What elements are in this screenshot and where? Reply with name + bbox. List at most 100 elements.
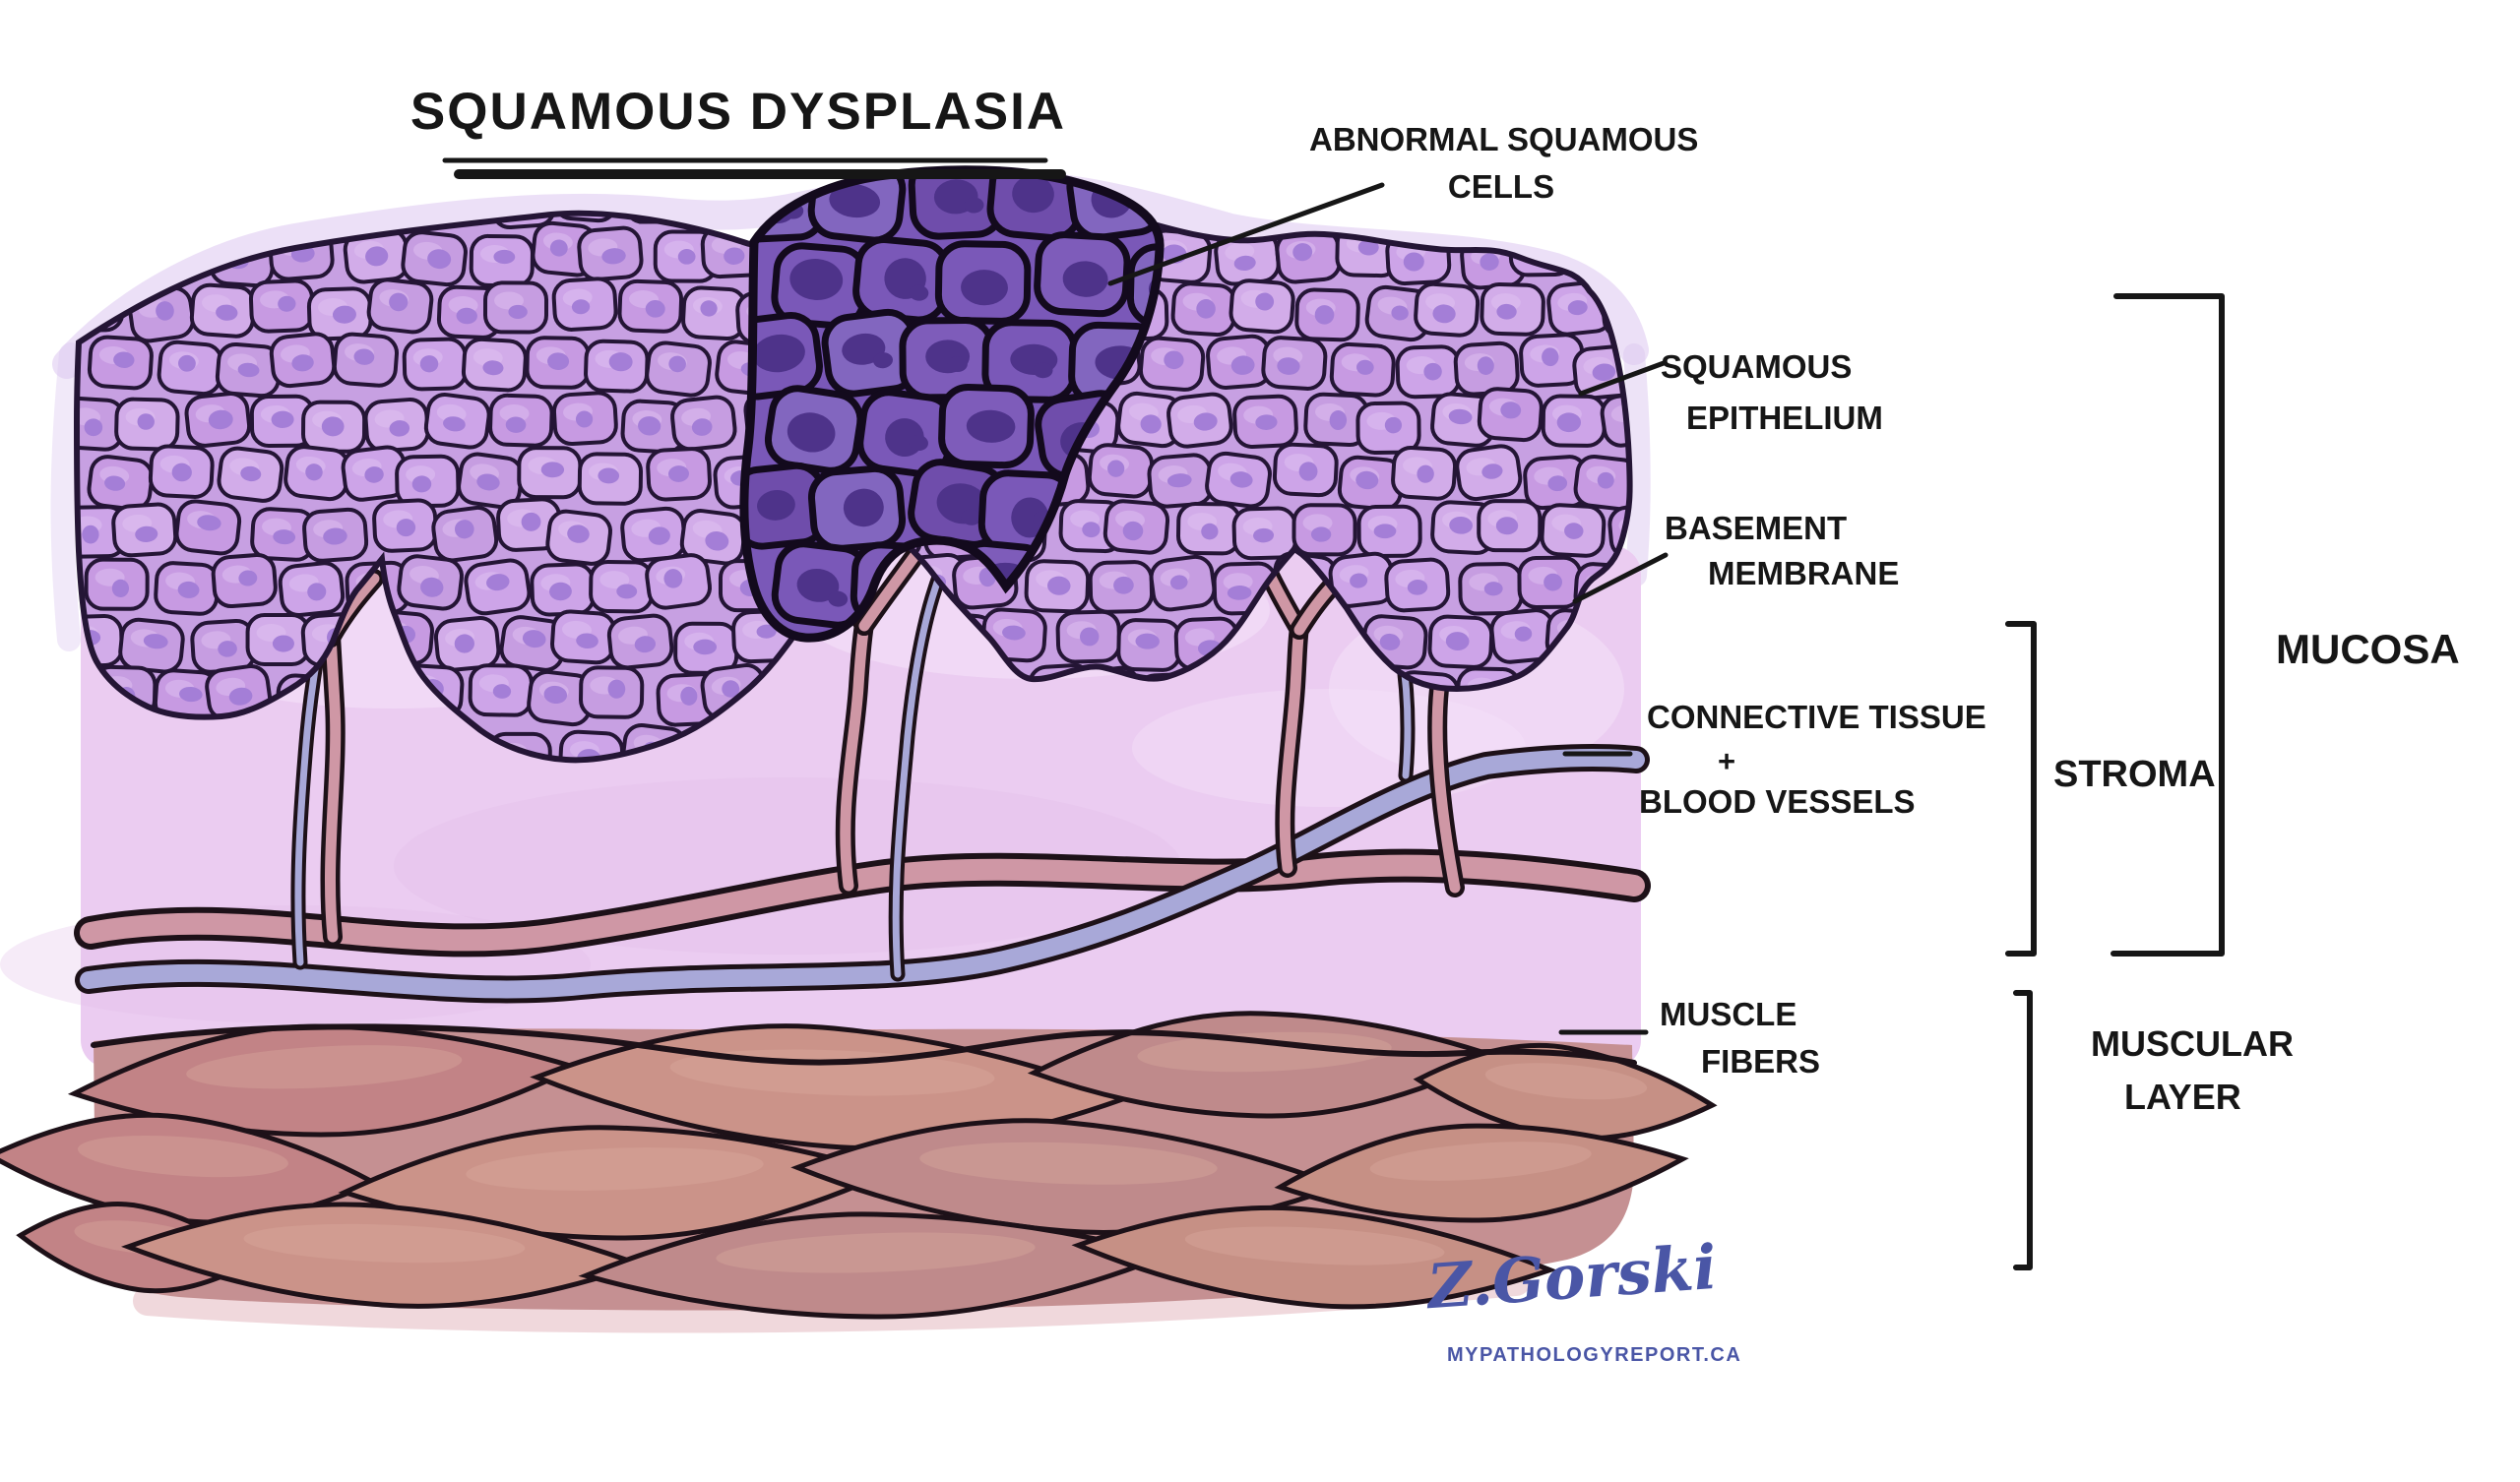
epithelial-cell [215, 341, 283, 399]
epithelial-cell [1649, 451, 1710, 500]
epithelial-cell [1170, 281, 1237, 338]
label-abnormal-line2: CELLS [1447, 168, 1555, 205]
epithelial-cell [1231, 506, 1298, 561]
epithelial-cell [372, 498, 438, 553]
label-muscular-layer-line2: LAYER [2124, 1077, 2241, 1117]
epithelial-cell [111, 192, 178, 236]
epithelial-cell [174, 499, 242, 556]
epithelial-cell [1455, 444, 1523, 502]
mucosa-bracket [2110, 293, 2225, 957]
epithelial-cell [525, 336, 591, 390]
abnormal-cell [938, 384, 1035, 469]
epithelial-cell [77, 192, 125, 225]
epithelial-cell [1517, 555, 1583, 609]
epithelial-cell [114, 397, 180, 452]
label-blood-vessels: BLOOD VESSELS [1639, 783, 1916, 820]
epithelial-cell [332, 332, 400, 388]
epithelial-cell [1480, 281, 1545, 337]
epithelial-cell [1116, 618, 1182, 672]
epithelial-cell [1292, 503, 1357, 557]
epithelial-cell [589, 559, 655, 614]
epithelial-cell [87, 335, 154, 391]
epithelial-cell [1272, 442, 1339, 498]
epithelial-cell [84, 557, 150, 611]
epithelial-cell [488, 393, 554, 448]
epithelial-cell [248, 278, 315, 334]
epithelial-cell [673, 621, 739, 675]
abnormal-cell [934, 240, 1032, 325]
epithelial-cell [1294, 287, 1360, 342]
epithelial-cell [1391, 445, 1458, 501]
epithelial-cell [517, 446, 583, 500]
epithelial-cell [1355, 401, 1421, 455]
epithelial-cell [468, 663, 534, 717]
label-connective-tissue-plus: + [1718, 744, 1736, 778]
epithelial-cell [1205, 451, 1272, 509]
abnormal-cell [856, 389, 956, 478]
label-mucosa: MUCOSA [2276, 626, 2460, 672]
epithelial-cell [1356, 504, 1422, 558]
epithelial-cell [1477, 499, 1543, 553]
epithelial-cell [1088, 560, 1155, 614]
muscle-fiber [1071, 1204, 1557, 1310]
epithelial-cell [545, 509, 613, 566]
epithelial-cell [646, 447, 712, 502]
abnormal-cell [1034, 231, 1131, 318]
epithelial-cell [157, 340, 223, 397]
label-basement-membrane-line1: BASEMENT [1665, 510, 1848, 546]
epithelial-cell [620, 506, 687, 563]
epithelial-cell [431, 505, 499, 563]
epithelial-cell [395, 454, 461, 509]
epithelial-cell [670, 395, 737, 452]
website-credit: MYPATHOLOGYREPORT.CA [1447, 1344, 1742, 1366]
epithelial-cell [1573, 455, 1630, 512]
epithelial-cell [499, 615, 567, 672]
epithelial-cell [1303, 392, 1370, 448]
epithelial-cell [1453, 340, 1520, 397]
epithelial-cell [148, 444, 215, 499]
epithelial-cell [550, 609, 617, 665]
label-basement-membrane-line2: MEMBRANE [1708, 555, 1900, 591]
epithelial-cell [173, 192, 241, 232]
epithelial-cell [423, 393, 491, 450]
epithelial-cell [1228, 278, 1295, 335]
muscle-fiber [1027, 1011, 1503, 1119]
epithelial-cell [1395, 344, 1462, 400]
label-abnormal-squamous-cells: ABNORMAL SQUAMOUS CELLS [1309, 116, 1699, 211]
epithelial-cell [551, 391, 618, 447]
label-squamous-epithelium-line1: SQUAMOUS [1661, 348, 1853, 385]
epithelial-cell [579, 665, 645, 719]
page-title: SQUAMOUS DYSPLASIA [410, 83, 1067, 141]
epithelial-cell [461, 337, 528, 393]
abnormal-cell [852, 236, 951, 324]
leader-abnormal-cells [1107, 182, 1385, 286]
epithelial-cell [284, 445, 350, 502]
epithelial-cell [1540, 503, 1606, 558]
epithelial-cell [189, 282, 256, 339]
epithelial-cell [1458, 562, 1524, 616]
muscle-fiber [1413, 1042, 1718, 1142]
epithelial-cell [1519, 333, 1585, 388]
epithelial-cell [464, 558, 532, 616]
muscular-layer [0, 1011, 1718, 1333]
epithelial-cell [527, 669, 594, 727]
epithelial-cell [1138, 336, 1206, 392]
leader-squamous-epithelium [1578, 360, 1667, 397]
label-abnormal-line1: ABNORMAL SQUAMOUS [1309, 121, 1699, 157]
epithelial-cell [1642, 229, 1708, 284]
epithelial-cell [1206, 334, 1273, 390]
epithelial-cell [1427, 614, 1494, 669]
epithelial-cell [645, 340, 712, 398]
epithelial-cell [1384, 557, 1451, 613]
muscular-layer-bracket [2013, 990, 2033, 1270]
epithelial-cell [1102, 499, 1170, 555]
stroma-bracket [2005, 621, 2037, 957]
epithelial-cell [1087, 443, 1155, 499]
epithelial-cell [278, 561, 346, 618]
muscle-fiber [790, 1118, 1347, 1235]
epithelial-cell [343, 227, 410, 284]
epithelial-cell [184, 392, 252, 448]
epithelial-cell [551, 277, 618, 332]
epithelial-cell [190, 619, 257, 674]
